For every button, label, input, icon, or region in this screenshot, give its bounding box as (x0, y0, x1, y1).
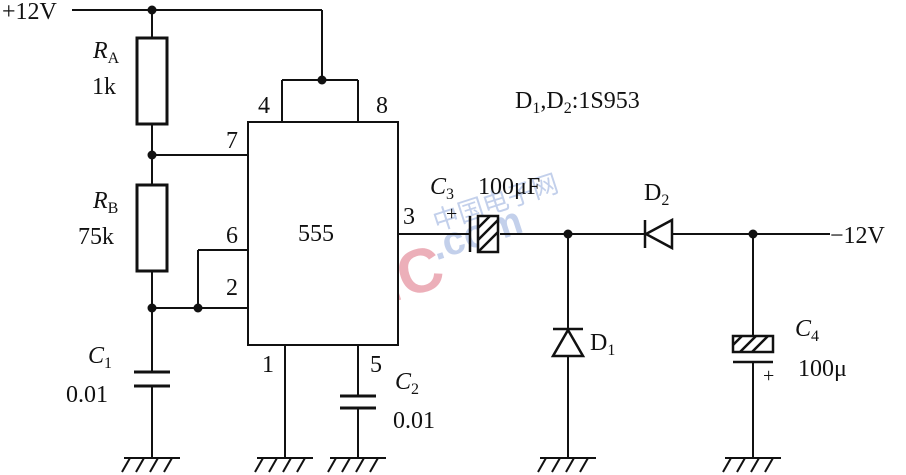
label-c2-value: 0.01 (393, 408, 435, 434)
resistor-rb (135, 183, 169, 273)
wires (72, 9, 830, 458)
grounds (121, 457, 781, 473)
capacitor-c3 (468, 214, 500, 254)
label-positive-supply: +12V (2, 0, 58, 25)
junction-dot (147, 5, 157, 15)
label-c4-value: 100μ (798, 356, 847, 382)
junction-dot (748, 229, 758, 239)
ground-symbol (121, 457, 180, 473)
junction-dot (147, 303, 157, 313)
diode-d2 (643, 217, 674, 251)
label-c1: C1 (88, 343, 112, 372)
junction-dot (317, 75, 327, 85)
pin-label-8: 8 (376, 93, 388, 119)
label-ra: RA (92, 38, 120, 67)
junction-dot (147, 150, 157, 160)
pin-label-3: 3 (403, 204, 415, 230)
pin-label-2: 2 (226, 275, 238, 301)
diode-d1 (550, 327, 586, 358)
label-c4-polarity: + (763, 365, 774, 387)
label-ic-name: 555 (298, 221, 334, 247)
pin-label-6: 6 (226, 223, 238, 249)
capacitor-c4 (731, 334, 775, 364)
label-ra-value: 1k (92, 74, 116, 100)
label-c3-value: 100μF (478, 174, 540, 200)
junction-dot (193, 303, 203, 313)
label-c2: C2 (395, 369, 419, 398)
ground-symbol (327, 457, 386, 473)
label-d2: D2 (644, 180, 669, 209)
label-negative-supply: −12V (830, 223, 886, 249)
pin-label-4: 4 (258, 93, 270, 119)
label-c1-value: 0.01 (66, 382, 108, 408)
capacitor-c2 (340, 394, 376, 410)
label-d1: D1 (590, 330, 615, 359)
capacitor-c1 (134, 370, 170, 388)
junction-dot (563, 229, 573, 239)
pin-label-7: 7 (226, 128, 238, 154)
label-c3: C3 (430, 174, 454, 203)
ground-symbol (537, 457, 596, 473)
label-rb-value: 75k (78, 224, 114, 250)
junctions (147, 5, 758, 313)
resistor-ra (135, 36, 169, 126)
pin-label-1: 1 (262, 352, 274, 378)
ic-555-body (247, 121, 399, 346)
label-c3-polarity: + (446, 203, 457, 225)
label-diode-part-note: D1,D2:1S953 (515, 88, 640, 117)
ground-symbol (254, 457, 313, 473)
ground-symbol (722, 457, 781, 473)
pin-label-5: 5 (370, 352, 382, 378)
label-c4: C4 (795, 316, 819, 345)
label-rb: RB (92, 188, 118, 217)
